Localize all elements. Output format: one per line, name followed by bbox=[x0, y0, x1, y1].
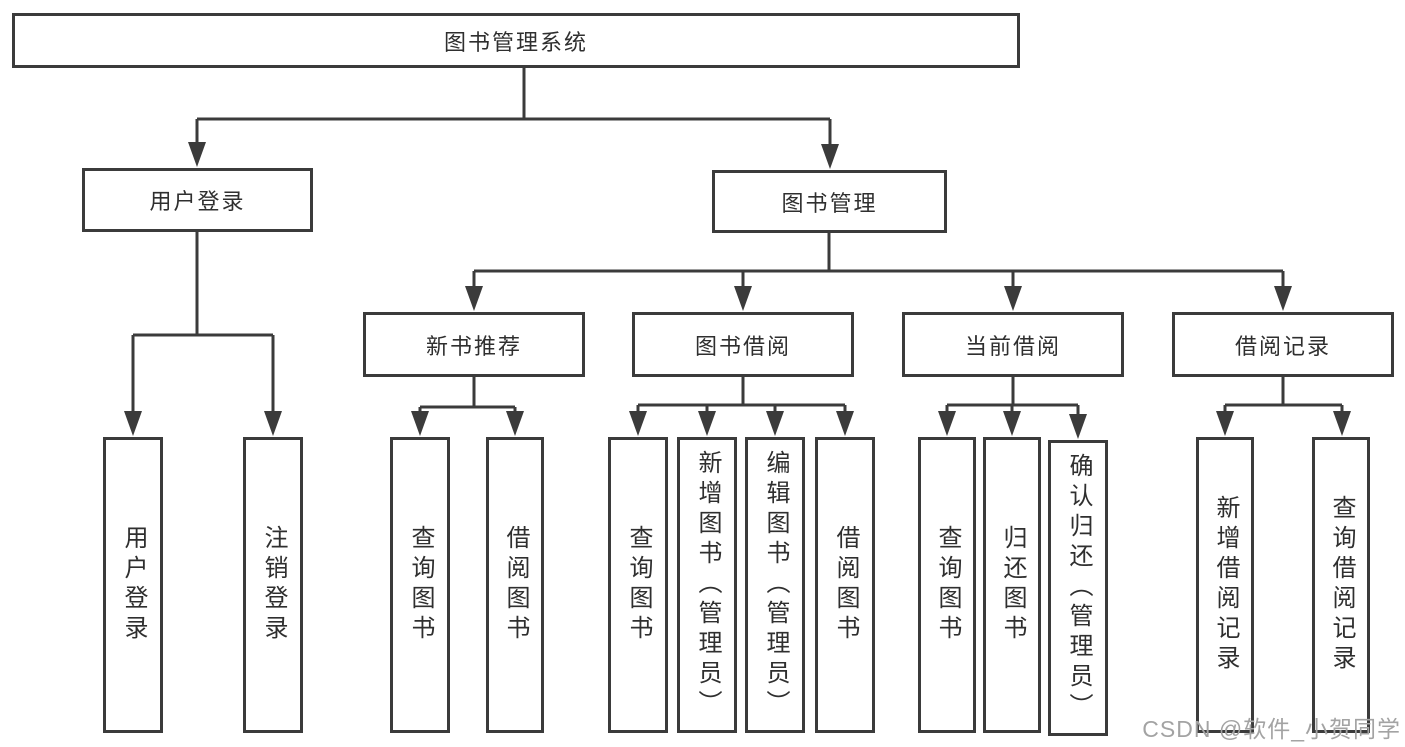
node-new-book-recommend: 新书推荐 bbox=[363, 312, 585, 377]
leaf-recommend-borrow-books: 借阅图书 bbox=[486, 437, 544, 733]
leaf-user-login: 用户登录 bbox=[103, 437, 163, 733]
node-book-borrow: 图书借阅 bbox=[632, 312, 854, 377]
leaf-label: 查询图书 bbox=[407, 525, 434, 645]
node-label: 新书推荐 bbox=[425, 333, 522, 359]
leaf-label: 借阅图书 bbox=[502, 525, 529, 645]
node-library-management-system: 图书管理系统 bbox=[12, 13, 1020, 68]
leaf-label: 查询图书 bbox=[625, 525, 652, 645]
leaf-borrow-query-books: 查询图书 bbox=[608, 437, 668, 733]
node-borrow-records: 借阅记录 bbox=[1172, 312, 1394, 377]
node-label: 图书借阅 bbox=[694, 333, 791, 359]
node-label: 当前借阅 bbox=[964, 333, 1061, 359]
node-label: 用户登录 bbox=[149, 189, 246, 214]
leaf-borrow-edit-books-admin: 编辑图书（管理员） bbox=[745, 437, 805, 733]
leaf-logout: 注销登录 bbox=[243, 437, 303, 733]
node-book-management: 图书管理 bbox=[712, 170, 947, 233]
leaf-label: 用户登录 bbox=[120, 525, 147, 645]
leaf-recommend-query-books: 查询图书 bbox=[390, 437, 450, 733]
leaf-borrow-borrow-books: 借阅图书 bbox=[815, 437, 875, 733]
leaf-label: 查询借阅记录 bbox=[1328, 495, 1355, 675]
leaf-current-return-books: 归还图书 bbox=[983, 437, 1041, 733]
leaf-label: 归还图书 bbox=[999, 525, 1026, 645]
leaf-borrow-add-books-admin: 新增图书（管理员） bbox=[677, 437, 737, 733]
leaf-label: 新增图书（管理员） bbox=[694, 450, 721, 720]
node-label: 借阅记录 bbox=[1234, 333, 1331, 359]
leaf-label: 新增借阅记录 bbox=[1212, 495, 1239, 675]
watermark: CSDN @软件_小贺同学 bbox=[1142, 716, 1401, 742]
leaf-current-confirm-return-admin: 确认归还（管理员） bbox=[1048, 440, 1108, 736]
leaf-records-add-record: 新增借阅记录 bbox=[1196, 437, 1254, 733]
leaf-records-query-record: 查询借阅记录 bbox=[1312, 437, 1370, 733]
leaf-label: 确认归还（管理员） bbox=[1065, 453, 1092, 723]
leaf-label: 借阅图书 bbox=[832, 525, 859, 645]
leaf-label: 编辑图书（管理员） bbox=[762, 450, 789, 720]
node-label: 图书管理 bbox=[781, 190, 878, 216]
node-user-login: 用户登录 bbox=[82, 168, 313, 232]
leaf-current-query-books: 查询图书 bbox=[918, 437, 976, 733]
leaf-label: 注销登录 bbox=[260, 525, 287, 645]
node-label: 图书管理系统 bbox=[443, 29, 588, 55]
node-current-borrow: 当前借阅 bbox=[902, 312, 1124, 377]
leaf-label: 查询图书 bbox=[934, 525, 961, 645]
